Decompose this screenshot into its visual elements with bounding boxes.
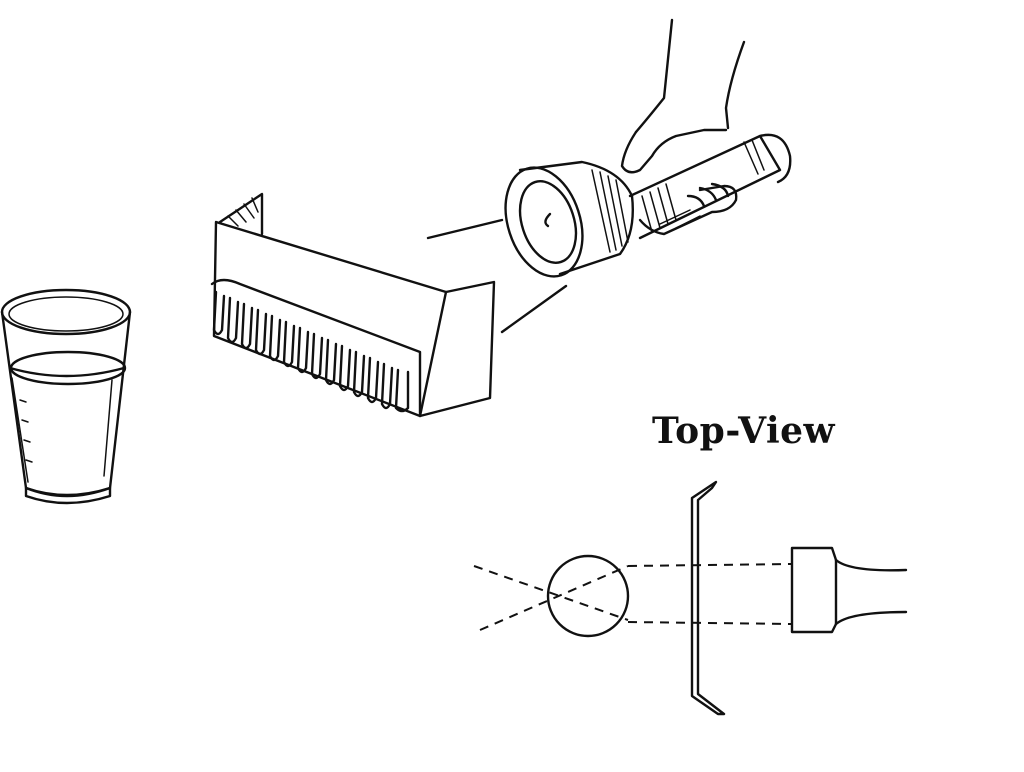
flashlight-topview: [790, 546, 838, 634]
light-beam-lines: [426, 218, 568, 334]
flashlight-in-hand: [504, 18, 792, 278]
comb-with-card-stand: [210, 192, 496, 418]
top-view-schematic: [473, 480, 908, 716]
top-view-label: Top-View: [652, 410, 836, 452]
glass-of-water: [0, 288, 132, 505]
comb-topview: [690, 480, 726, 716]
glass-circle: [546, 554, 630, 638]
